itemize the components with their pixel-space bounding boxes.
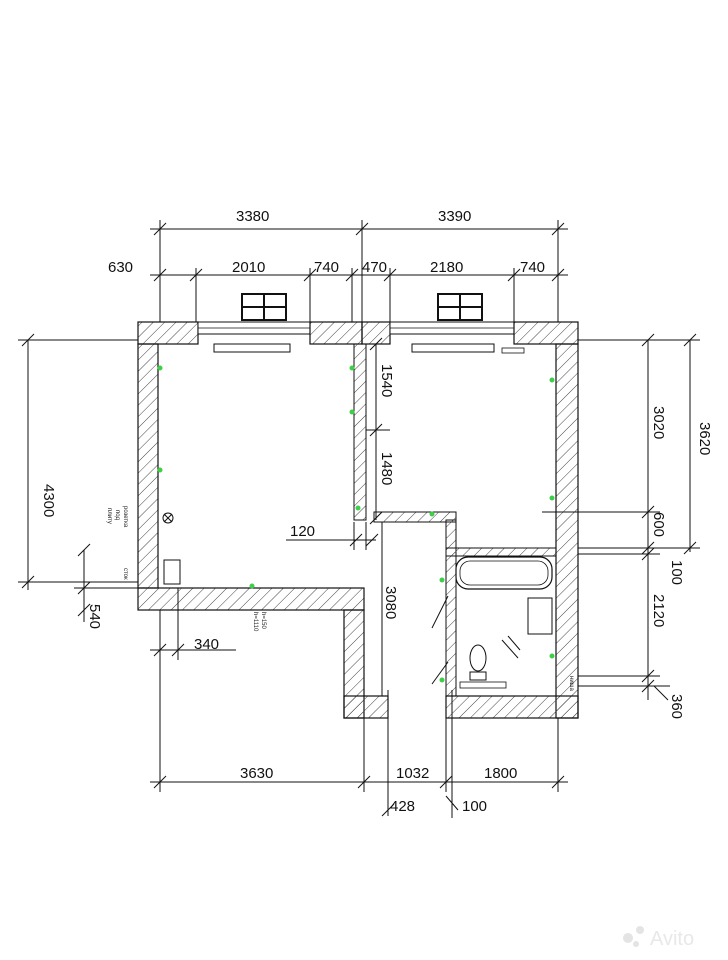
- note-socket-1: розетка: [122, 506, 128, 528]
- dim-4300: 4300: [40, 484, 57, 517]
- dim-1032: 1032: [396, 765, 429, 782]
- door-wc: [431, 661, 449, 685]
- dim-428: 428: [390, 798, 415, 815]
- dim-740b: 740: [520, 259, 545, 276]
- socket-marker-8: [549, 495, 555, 501]
- wall-bath-top: [445, 547, 557, 557]
- annotations: розетка под плиту сток h=150 h=1110 ниша: [106, 506, 574, 691]
- dim-3390: 3390: [438, 208, 471, 225]
- note-niche: ниша: [568, 676, 574, 691]
- dim-3380: 3380: [236, 208, 269, 225]
- note-h1110: h=1110: [252, 612, 258, 632]
- dim-100-bottom: 100: [462, 798, 487, 815]
- dim-540: 540: [86, 604, 103, 629]
- wall-bath-left: [445, 519, 457, 697]
- dim-3630: 3630: [240, 765, 273, 782]
- dim-1800: 1800: [484, 765, 517, 782]
- dim-3080: 3080: [382, 586, 399, 619]
- radiator-right: [411, 343, 495, 353]
- wall-bottom-right: [343, 695, 389, 719]
- dimension-lines: [18, 220, 700, 818]
- dim-2120: 2120: [650, 594, 667, 627]
- stove-socket-icon: [162, 512, 174, 524]
- dim-340: 340: [194, 636, 219, 653]
- dim-1540: 1540: [378, 364, 395, 397]
- wall-right: [555, 343, 579, 719]
- dim-100-right: 100: [668, 560, 685, 585]
- note-h150: h=150: [260, 612, 266, 630]
- wall-top-left: [137, 321, 199, 345]
- dim-630: 630: [108, 259, 133, 276]
- watermark-text: Avito: [650, 928, 694, 950]
- toilet: [469, 644, 487, 681]
- dim-1480: 1480: [378, 452, 395, 485]
- dim-2180: 2180: [430, 259, 463, 276]
- wall-bottom-bath: [445, 695, 579, 719]
- dim-3020: 3020: [650, 406, 667, 439]
- dim-3620: 3620: [696, 422, 713, 455]
- dim-360: 360: [668, 694, 685, 719]
- window-icon-left: [241, 293, 287, 321]
- socket-markers: [157, 365, 555, 683]
- wall-corridor-top: [373, 511, 457, 523]
- dimension-labels: 3380 3390 630 2010 740 470 2180 740 4300…: [40, 208, 713, 815]
- dim-470: 470: [362, 259, 387, 276]
- window-icon-right: [437, 293, 483, 321]
- dim-740a: 740: [314, 259, 339, 276]
- socket-marker-7: [549, 377, 555, 383]
- socket-marker-11: [549, 653, 555, 659]
- dim-120: 120: [290, 523, 315, 540]
- socket-marker-6: [429, 511, 435, 517]
- wall-bottom-left: [137, 587, 365, 611]
- socket-marker-1: [157, 365, 163, 371]
- socket-marker-10: [439, 577, 445, 583]
- wall-top-mid-right: [361, 321, 391, 345]
- dim-2010: 2010: [232, 259, 265, 276]
- socket-marker-4: [349, 409, 355, 415]
- avito-logo: Avito: [623, 926, 694, 950]
- wall-left: [137, 343, 159, 589]
- note-socket-2: под: [114, 510, 120, 520]
- socket-marker-12: [439, 677, 445, 683]
- walls: [137, 321, 579, 719]
- note-drain: сток: [122, 568, 128, 580]
- wall-top-right: [513, 321, 579, 345]
- wall-top-mid-left: [309, 321, 363, 345]
- radiator-left: [213, 343, 291, 353]
- kitchen-sink: [163, 559, 181, 585]
- socket-marker-3: [349, 365, 355, 371]
- dim-600: 600: [650, 512, 667, 537]
- socket-marker-5: [355, 505, 361, 511]
- socket-marker-9: [249, 583, 255, 589]
- door-bath: [431, 595, 449, 629]
- ac-unit: [501, 347, 525, 354]
- note-socket-3: плиту: [106, 508, 112, 524]
- wall-partition: [353, 343, 367, 521]
- washbasin: [527, 597, 553, 635]
- socket-marker-2: [157, 467, 163, 473]
